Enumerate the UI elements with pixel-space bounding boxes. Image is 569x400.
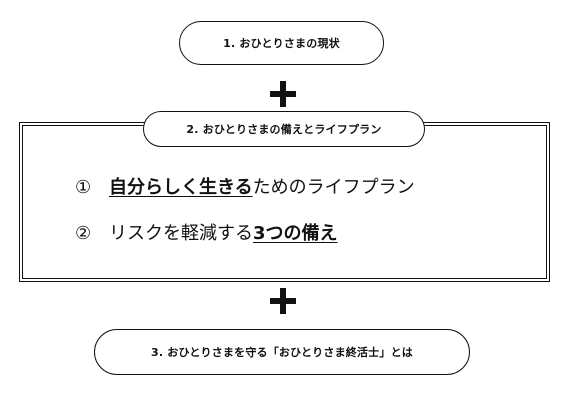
panel-item-2: ② リスクを軽減する3つの備え bbox=[75, 219, 338, 245]
panel-item-1-marker: ① bbox=[75, 177, 92, 198]
step-3-label: 3. おひとりさまを守る「おひとりさま終活士」とは bbox=[150, 346, 413, 359]
panel-item-2-emphasis: 3つの備え bbox=[253, 223, 338, 244]
panel-item-2-prefix: リスクを軽減する bbox=[109, 223, 253, 244]
plus-icon bbox=[270, 81, 296, 107]
panel-item-1-rest: ためのライフプラン bbox=[252, 177, 415, 198]
panel-item-1: ① 自分らしく生きるためのライフプラン bbox=[75, 173, 415, 199]
step-2-label: 2. おひとりさまの備えとライフプラン bbox=[186, 123, 382, 136]
plus-icon bbox=[270, 288, 296, 314]
panel-item-2-marker: ② bbox=[75, 223, 92, 244]
step-3-pill: 3. おひとりさまを守る「おひとりさま終活士」とは bbox=[94, 329, 470, 375]
step-2-pill: 2. おひとりさまの備えとライフプラン bbox=[143, 111, 425, 147]
step-1-pill: 1. おひとりさまの現状 bbox=[179, 21, 384, 65]
panel-item-1-emphasis: 自分らしく生きる bbox=[109, 177, 253, 198]
step-2-panel: ① 自分らしく生きるためのライフプラン ② リスクを軽減する3つの備え bbox=[19, 122, 550, 282]
step-1-label: 1. おひとりさまの現状 bbox=[223, 37, 340, 50]
